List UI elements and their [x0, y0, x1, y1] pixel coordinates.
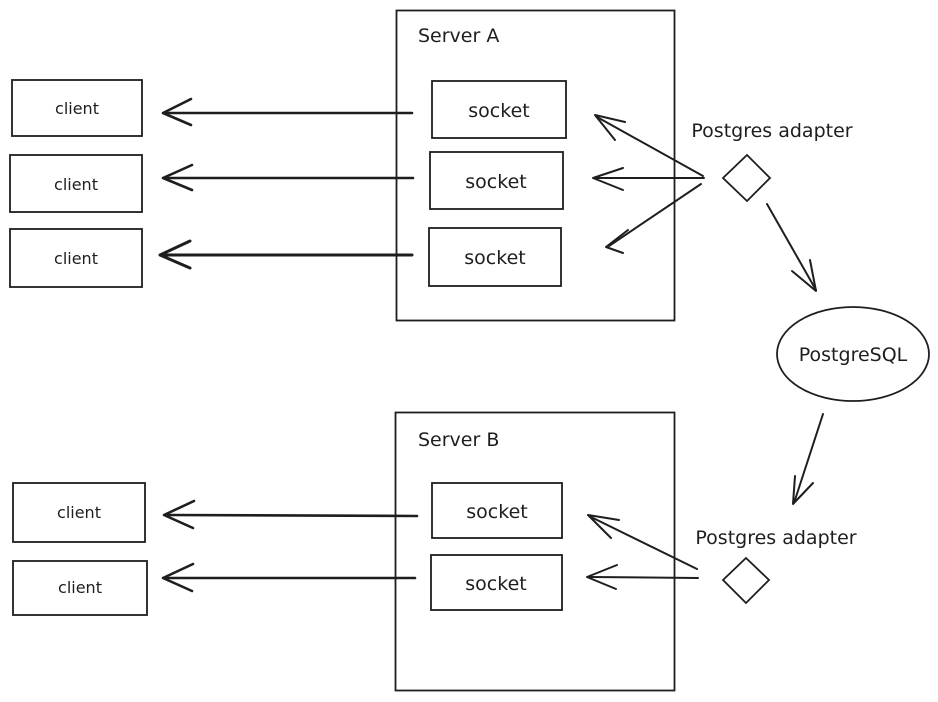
client-b1-label: client [57, 503, 101, 522]
postgresql-ellipse [776, 306, 930, 402]
server-b-socket-2-box [430, 554, 563, 611]
postgres-adapter-top-diamond-icon [721, 153, 772, 203]
postgres-adapter-bottom-group: Postgres adapter [695, 527, 857, 605]
server-b-label: Server B [418, 429, 499, 451]
server-b-socket-1-label: socket [466, 501, 527, 523]
client-b2-label: client [58, 578, 102, 597]
top-clients-group: client client client [9, 79, 143, 288]
client-a2-label: client [54, 175, 98, 194]
client-a2-box [9, 154, 143, 213]
bottom-clients-group: client client [12, 482, 148, 616]
server-a-socket-3-label: socket [464, 247, 525, 269]
arrow-adapter-a-to-postgresql [766, 203, 817, 292]
postgres-adapter-top-label: Postgres adapter [691, 120, 852, 142]
server-a-socket-1-label: socket [468, 100, 529, 122]
postgres-adapter-top-group: Postgres adapter [691, 120, 853, 203]
server-b-box [394, 411, 676, 692]
client-a1-label: client [55, 99, 99, 118]
arrow-adapter-b-to-socket-2 [586, 564, 699, 590]
client-a1-box [11, 79, 143, 137]
server-a-socket-3-box [428, 227, 562, 287]
arrow-socket-b2-to-client-b2 [161, 562, 417, 593]
server-a-socket-2-box [429, 151, 564, 210]
server-a-group: Server A socket socket socket [395, 9, 676, 322]
arrow-socket-a2-to-client-a2 [161, 163, 415, 192]
arrow-adapter-b-to-socket-1 [587, 514, 698, 570]
server-b-socket-1-box [431, 482, 563, 539]
arrow-adapter-a-to-socket-1 [594, 114, 704, 177]
server-a-socket-1-box [431, 80, 567, 139]
server-b-group: Server B socket socket [394, 411, 676, 692]
server-a-socket-2-label: socket [465, 171, 526, 193]
arrow-socket-a3-to-client-a3 [158, 239, 414, 270]
arrow-postgresql-to-adapter-b [792, 413, 824, 505]
server-a-label: Server A [418, 25, 499, 47]
arrow-adapter-a-to-socket-3 [605, 183, 702, 254]
postgres-adapter-bottom-label: Postgres adapter [695, 527, 856, 549]
postgresql-group: PostgreSQL [776, 306, 930, 402]
server-b-socket-2-label: socket [465, 573, 526, 595]
arrow-adapter-a-to-socket-2 [592, 167, 705, 191]
client-a3-box [9, 228, 143, 288]
client-b1-box [12, 482, 146, 543]
client-b2-box [12, 560, 148, 616]
client-a3-label: client [54, 249, 98, 268]
postgresql-label: PostgreSQL [799, 344, 908, 366]
arrow-socket-b1-to-client-b1 [162, 499, 419, 530]
postgres-adapter-bottom-diamond-icon [721, 556, 771, 605]
arrow-socket-a1-to-client-a1 [161, 97, 414, 127]
